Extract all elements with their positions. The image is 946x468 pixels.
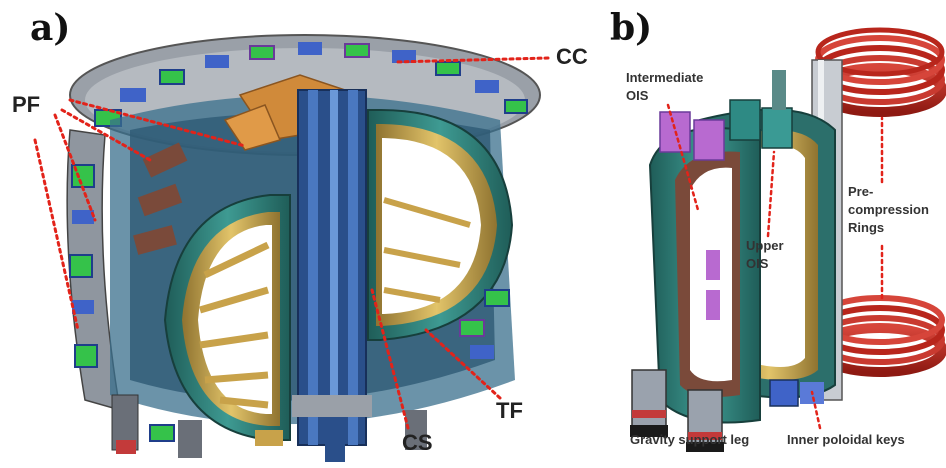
- callout-inner-poloidal-keys: Inner poloidal keys: [787, 432, 905, 447]
- pf-coil-boxes: [94, 42, 528, 127]
- tf-coil-detail-illustration: [630, 27, 946, 452]
- callout-intermediate-ois-line1: Intermediate: [626, 70, 703, 85]
- arrow-upper-ois: [766, 150, 776, 238]
- callout-cc: CC: [556, 44, 588, 69]
- callout-tf: TF: [496, 398, 523, 423]
- arrow-intermediate-ois: [666, 103, 700, 212]
- arrows-pf: [33, 98, 247, 332]
- callout-precompression-line2: compression: [848, 202, 929, 217]
- arrow-tf: [424, 328, 502, 400]
- central-solenoid: [292, 89, 372, 462]
- arrow-inner-poloidal-keys: [810, 390, 822, 430]
- callout-cs: CS: [402, 430, 433, 455]
- arrow-cs: [370, 288, 410, 430]
- arrow-cc: [393, 56, 550, 64]
- callout-intermediate-ois-line2: OIS: [626, 88, 649, 103]
- callout-upper-ois-line2: OIS: [746, 256, 769, 271]
- panel-b-label: b): [610, 7, 652, 49]
- tokamak-magnet-illustration: [66, 34, 541, 462]
- callout-precompression-line3: Rings: [848, 220, 884, 235]
- tf-coil-right: [367, 109, 514, 341]
- tf-coil-left: [163, 194, 291, 441]
- panel-a-label: a): [30, 7, 70, 49]
- callout-pf: PF: [12, 92, 40, 117]
- callout-precompression-line1: Pre-: [848, 184, 873, 199]
- callout-upper-ois-line1: Upper: [746, 238, 784, 253]
- upper-ois-blocks: [659, 70, 793, 161]
- callout-gravity-support-leg: Gravity support leg: [630, 432, 749, 447]
- gravity-support-legs: [630, 369, 724, 452]
